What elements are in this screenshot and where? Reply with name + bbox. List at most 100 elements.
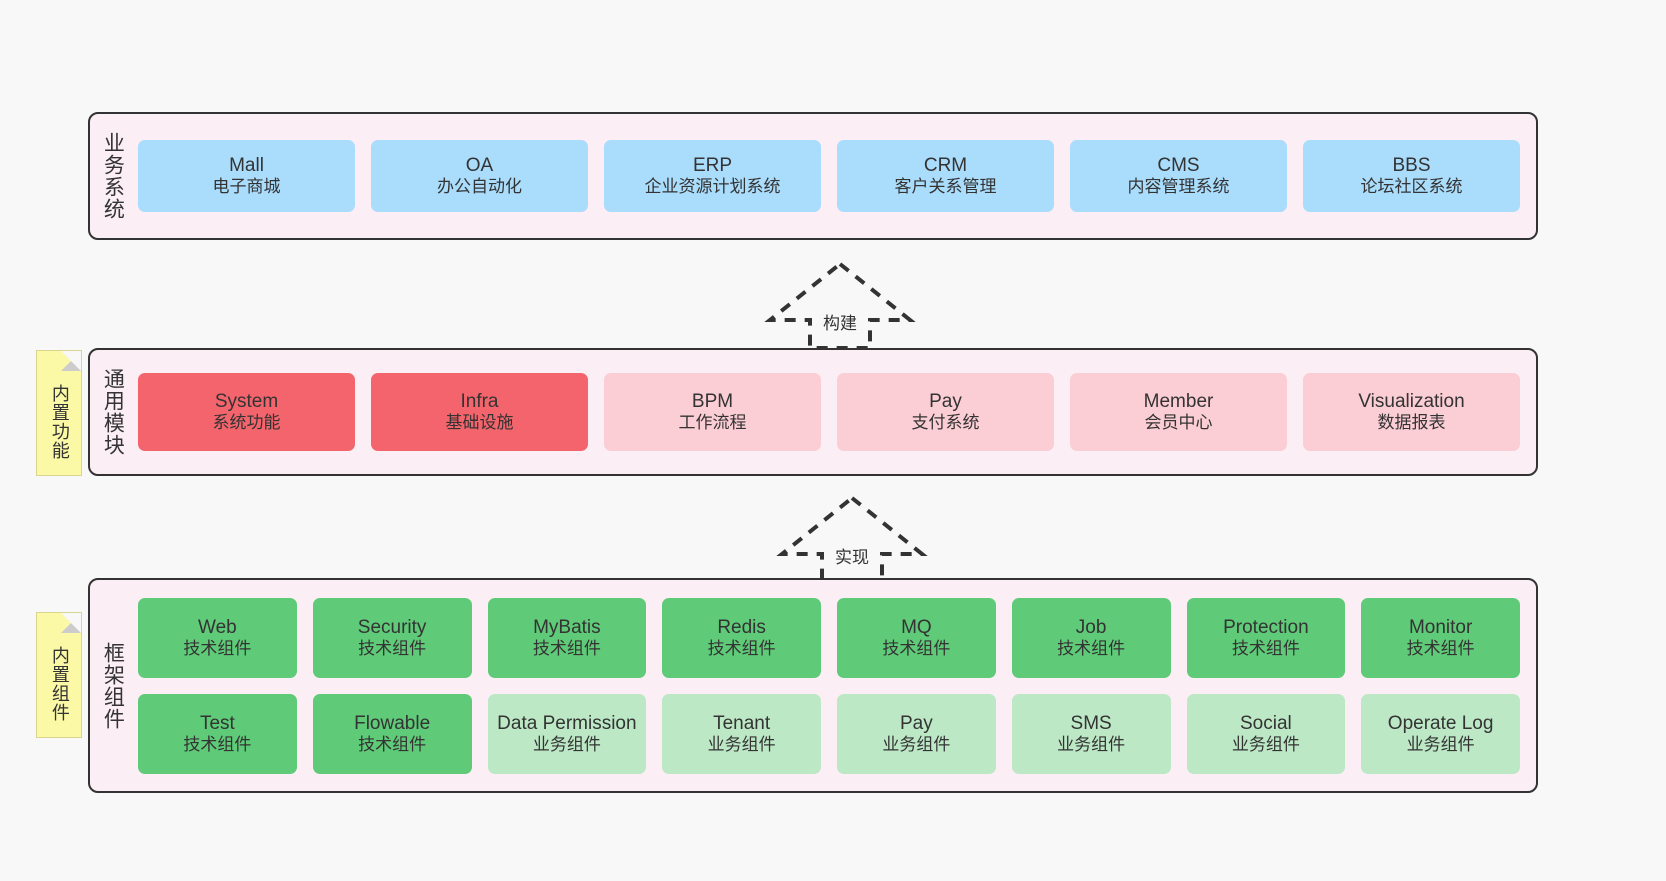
component-card-subtitle: 支付系统 (911, 413, 980, 433)
component-card-subtitle: 技术组件 (1057, 638, 1126, 658)
component-card-subtitle: 业务组件 (532, 734, 601, 754)
component-card-title: MyBatis (533, 616, 601, 638)
component-card-title: System (214, 391, 279, 413)
component-card-subtitle: 工作流程 (678, 413, 747, 433)
common-modules-title: 通用模块 (101, 368, 125, 456)
component-card-subtitle: 论坛社区系统 (1360, 177, 1463, 197)
component-card-title: Web (198, 616, 237, 638)
component-card-title: Infra (460, 391, 499, 413)
component-card-title: BPM (691, 391, 734, 413)
implement-arrow: 实现 (772, 492, 932, 584)
build-arrow: 构建 (760, 258, 920, 350)
component-card-subtitle: 技术组件 (1231, 638, 1300, 658)
component-card-title: Test (199, 712, 235, 734)
component-card-title: Social (1240, 712, 1292, 734)
component-card-title: Protection (1223, 616, 1309, 638)
component-card-title: SMS (1070, 712, 1112, 734)
component-card-title: Pay (929, 391, 962, 413)
component-card-title: Tenant (713, 712, 771, 734)
component-card-subtitle: 技术组件 (183, 734, 252, 754)
component-card-title: ERP (692, 155, 733, 177)
component-card-title: Operate Log (1387, 712, 1494, 734)
component-card-title: MQ (901, 616, 932, 638)
component-card-title: OA (465, 155, 494, 177)
component-card-subtitle: 技术组件 (532, 638, 601, 658)
component-card-subtitle: 技术组件 (183, 638, 252, 658)
component-card-subtitle: 会员中心 (1144, 413, 1213, 433)
component-card-subtitle: 技术组件 (882, 638, 951, 658)
component-card-subtitle: 业务组件 (1406, 734, 1475, 754)
component-card-subtitle: 技术组件 (1406, 638, 1475, 658)
component-card-subtitle: 系统功能 (212, 413, 281, 433)
component-card-title: Flowable (354, 712, 431, 734)
component-card-title: BBS (1392, 155, 1431, 177)
component-card-subtitle: 业务组件 (1057, 734, 1126, 754)
component-card-subtitle: 办公自动化 (437, 177, 522, 197)
component-card-title: Redis (717, 616, 766, 638)
framework-components-title: 框架组件 (101, 641, 125, 730)
component-card-subtitle: 业务组件 (882, 734, 951, 754)
component-card-subtitle: 业务组件 (1231, 734, 1300, 754)
component-card-subtitle: 技术组件 (358, 638, 427, 658)
component-card-subtitle: 电子商城 (212, 177, 281, 197)
component-card-title: Visualization (1358, 391, 1465, 413)
component-card-subtitle: 业务组件 (707, 734, 776, 754)
component-card-title: CMS (1157, 155, 1200, 177)
component-card-title: CRM (923, 155, 968, 177)
component-card-subtitle: 内容管理系统 (1127, 177, 1230, 197)
component-card-subtitle: 基础设施 (445, 413, 514, 433)
component-card-title: Member (1143, 391, 1214, 413)
component-card-subtitle: 客户关系管理 (894, 177, 997, 197)
business-systems-title: 业务系统 (101, 132, 125, 220)
component-card-title: Mall (229, 155, 264, 177)
component-card-subtitle: 技术组件 (358, 734, 427, 754)
component-card-title: Data Permission (497, 712, 637, 734)
component-card-subtitle: 数据报表 (1377, 413, 1446, 433)
component-card-subtitle: 技术组件 (707, 638, 776, 658)
note-builtin-components: 内置组件 (36, 612, 82, 738)
note-builtin-features: 内置功能 (36, 350, 82, 476)
component-card-title: Security (357, 616, 427, 638)
component-card-title: Monitor (1408, 616, 1473, 638)
component-card-subtitle: 企业资源计划系统 (644, 177, 781, 197)
